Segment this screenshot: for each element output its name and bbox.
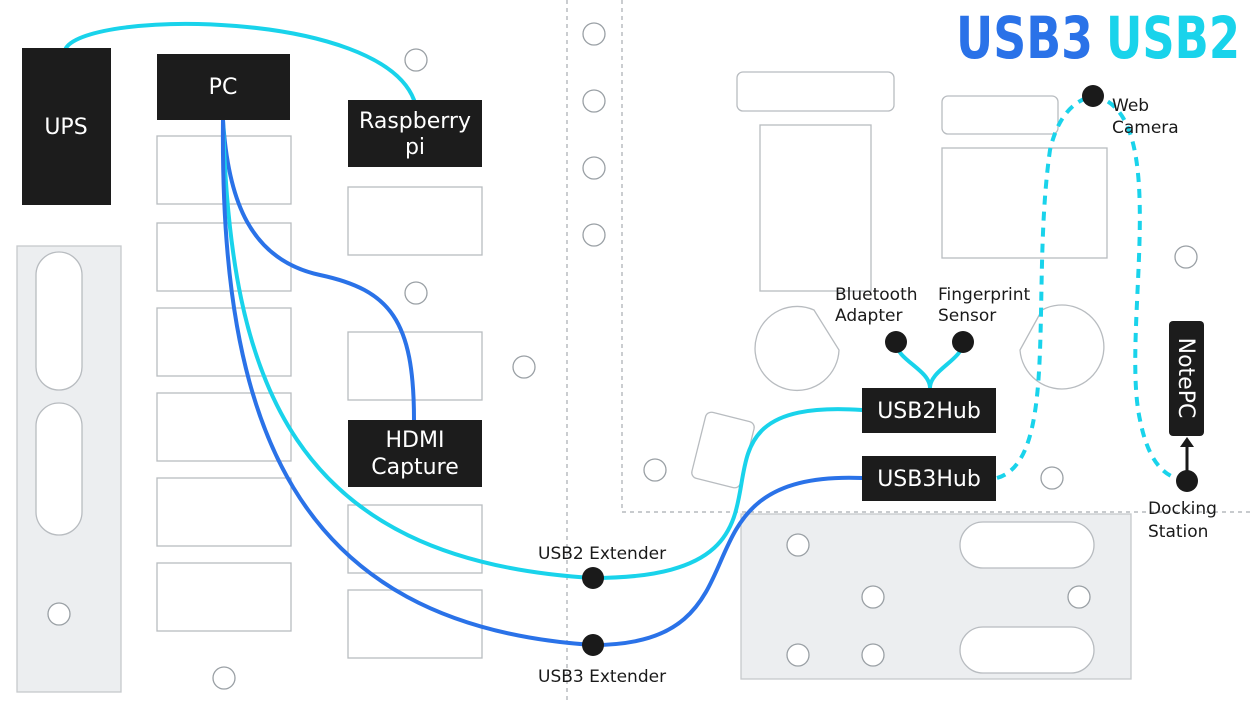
raspberry-label-line1: Raspberry xyxy=(359,109,471,134)
raspberry-label-line2: pi xyxy=(405,135,425,160)
layout-guides xyxy=(566,0,1250,703)
notepc-label: NotePC xyxy=(1173,338,1198,419)
legend-usb3: USB3 xyxy=(956,4,1093,72)
diagram-labels: USB2 Extender USB3 Extender Bluetooth Ad… xyxy=(538,96,1217,687)
hdmi-capture-block: HDMI Capture xyxy=(348,420,482,487)
usb2hub-label: USB2Hub xyxy=(877,399,981,424)
webcam-label-line1: Web xyxy=(1112,96,1149,116)
fingerprint-label-line2: Sensor xyxy=(938,306,996,326)
docking-label-line1: Docking xyxy=(1148,499,1217,519)
ups-to-raspberry-cable xyxy=(64,21,416,102)
ups-block: UPS xyxy=(22,48,111,205)
bottom-right-panel xyxy=(740,513,1132,680)
center-holes xyxy=(582,22,606,247)
notepc-block: NotePC xyxy=(1169,321,1204,436)
usb3hub-to-webcam-cable xyxy=(996,94,1094,480)
fingerprint-sensor-dot xyxy=(952,331,974,353)
webcam-label-line2: Camera xyxy=(1112,118,1179,138)
usb2hub-block: USB2Hub xyxy=(862,388,996,433)
usb3-extender-label: USB3 Extender xyxy=(538,667,666,687)
web-camera-dot xyxy=(1082,85,1104,107)
pc-block: PC xyxy=(157,54,290,120)
usb3hub-label: USB3Hub xyxy=(877,467,981,492)
bluetooth-label-line1: Bluetooth xyxy=(835,285,918,305)
left-rail xyxy=(16,245,122,693)
hdmi-label-line1: HDMI xyxy=(386,428,445,453)
fingerprint-label-line1: Fingerprint xyxy=(938,285,1031,305)
docking-station-dot xyxy=(1176,470,1198,492)
usb2-extender-dot xyxy=(582,567,604,589)
legend: USB3 USB2 xyxy=(956,4,1240,72)
raspberry-pi-block: Raspberry pi xyxy=(348,100,482,167)
usb2-extender-to-hub-cable xyxy=(591,407,864,580)
docking-label-line2: Station xyxy=(1148,522,1208,542)
right-board-outlines xyxy=(643,71,1198,490)
pc-to-hdmi-cable xyxy=(221,118,416,422)
usb2-extender-label: USB2 Extender xyxy=(538,544,666,564)
usb3hub-block: USB3Hub xyxy=(862,456,996,501)
ups-label: UPS xyxy=(44,115,87,140)
hdmi-label-line2: Capture xyxy=(371,455,458,480)
docking-to-notepc-arrowhead xyxy=(1180,437,1194,447)
usb3-extender-dot xyxy=(582,634,604,656)
bluetooth-label-line2: Adapter xyxy=(835,306,902,326)
pc-to-usb3-extender-cable xyxy=(220,118,595,647)
bluetooth-adapter-dot xyxy=(885,331,907,353)
connection-dots xyxy=(582,85,1198,656)
cables xyxy=(64,21,1194,647)
legend-usb2: USB2 xyxy=(1106,4,1240,72)
webcam-to-docking-cable xyxy=(1092,94,1187,483)
pc-to-usb2-extender-cable xyxy=(221,118,595,580)
pc-label: PC xyxy=(209,75,238,100)
usb3-extender-to-hub-cable xyxy=(591,475,864,647)
